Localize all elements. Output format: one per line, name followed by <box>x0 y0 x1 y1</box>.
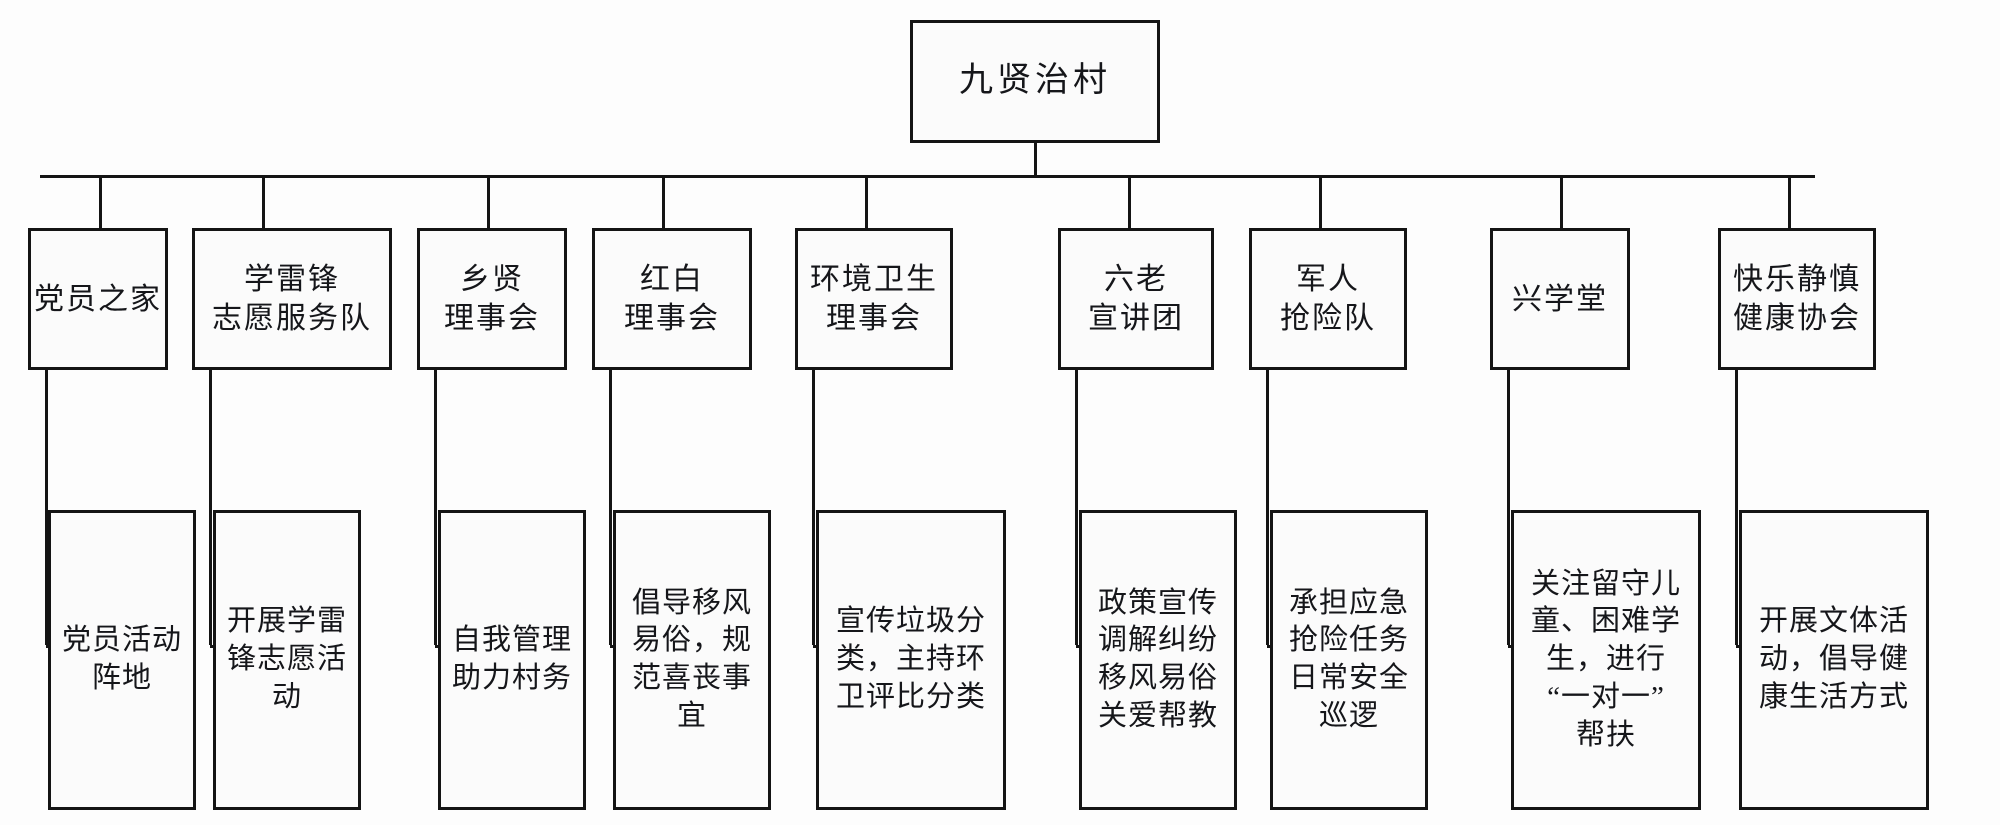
detail-node-happy-calm-health-association[interactable]: 开展文体活 动，倡导健 康生活方式 <box>1739 510 1929 810</box>
detail-node-six-elders-lecture-group[interactable]: 政策宣传 调解纠纷 移风易俗 关爱帮教 <box>1079 510 1237 810</box>
connector-branch-drop-7 <box>1506 370 1510 645</box>
connector-bus-to-branch-7 <box>1559 175 1563 231</box>
branch-node-red-white-council[interactable]: 红白 理事会 <box>592 228 752 370</box>
connector-bus-to-branch-6 <box>1318 175 1322 231</box>
connector-branch-drop-8 <box>1734 370 1738 645</box>
connector-root-drop <box>1033 143 1037 178</box>
connector-branch-drop-4 <box>811 370 815 645</box>
connector-branch-drop-0 <box>44 370 48 645</box>
connector-bus-to-branch-2 <box>486 175 490 231</box>
connector-branch-drop-5 <box>1074 370 1078 645</box>
detail-node-education-hall[interactable]: 关注留守儿 童、困难学 生，进行 “一对一” 帮扶 <box>1511 510 1701 810</box>
branch-node-education-hall[interactable]: 兴学堂 <box>1490 228 1630 370</box>
connector-bus-to-branch-1 <box>261 175 265 231</box>
root-node-jiuxian-zhicun[interactable]: 九贤治村 <box>910 20 1160 143</box>
detail-node-red-white-council[interactable]: 倡导移风 易俗，规 范喜丧事 宜 <box>613 510 771 810</box>
connector-branch-drop-1 <box>208 370 212 645</box>
branch-node-happy-calm-health-association[interactable]: 快乐静慎 健康协会 <box>1718 228 1876 370</box>
connector-bus-to-branch-3 <box>661 175 665 231</box>
connector-branch-drop-6 <box>1265 370 1269 645</box>
detail-node-learn-lei-feng-volunteer-team[interactable]: 开展学雷 锋志愿活 动 <box>213 510 361 810</box>
connector-branch-drop-2 <box>433 370 437 645</box>
connector-branch-drop-3 <box>608 370 612 645</box>
branch-node-six-elders-lecture-group[interactable]: 六老 宣讲团 <box>1058 228 1214 370</box>
detail-node-environment-sanitation-council[interactable]: 宣传垃圾分 类，主持环 卫评比分类 <box>816 510 1006 810</box>
branch-node-veteran-rescue-team[interactable]: 军人 抢险队 <box>1249 228 1407 370</box>
detail-node-party-member-home[interactable]: 党员活动 阵地 <box>48 510 196 810</box>
connector-horizontal-bus <box>40 175 1815 178</box>
branch-node-village-sage-council[interactable]: 乡贤 理事会 <box>417 228 567 370</box>
connector-bus-to-branch-4 <box>864 175 868 231</box>
connector-bus-to-branch-8 <box>1787 175 1791 231</box>
branch-node-party-member-home[interactable]: 党员之家 <box>28 228 168 370</box>
connector-bus-to-branch-0 <box>98 175 102 231</box>
detail-node-village-sage-council[interactable]: 自我管理 助力村务 <box>438 510 586 810</box>
branch-node-learn-lei-feng-volunteer-team[interactable]: 学雷锋 志愿服务队 <box>192 228 392 370</box>
branch-node-environment-sanitation-council[interactable]: 环境卫生 理事会 <box>795 228 953 370</box>
detail-node-veteran-rescue-team[interactable]: 承担应急 抢险任务 日常安全 巡逻 <box>1270 510 1428 810</box>
connector-bus-to-branch-5 <box>1127 175 1131 231</box>
